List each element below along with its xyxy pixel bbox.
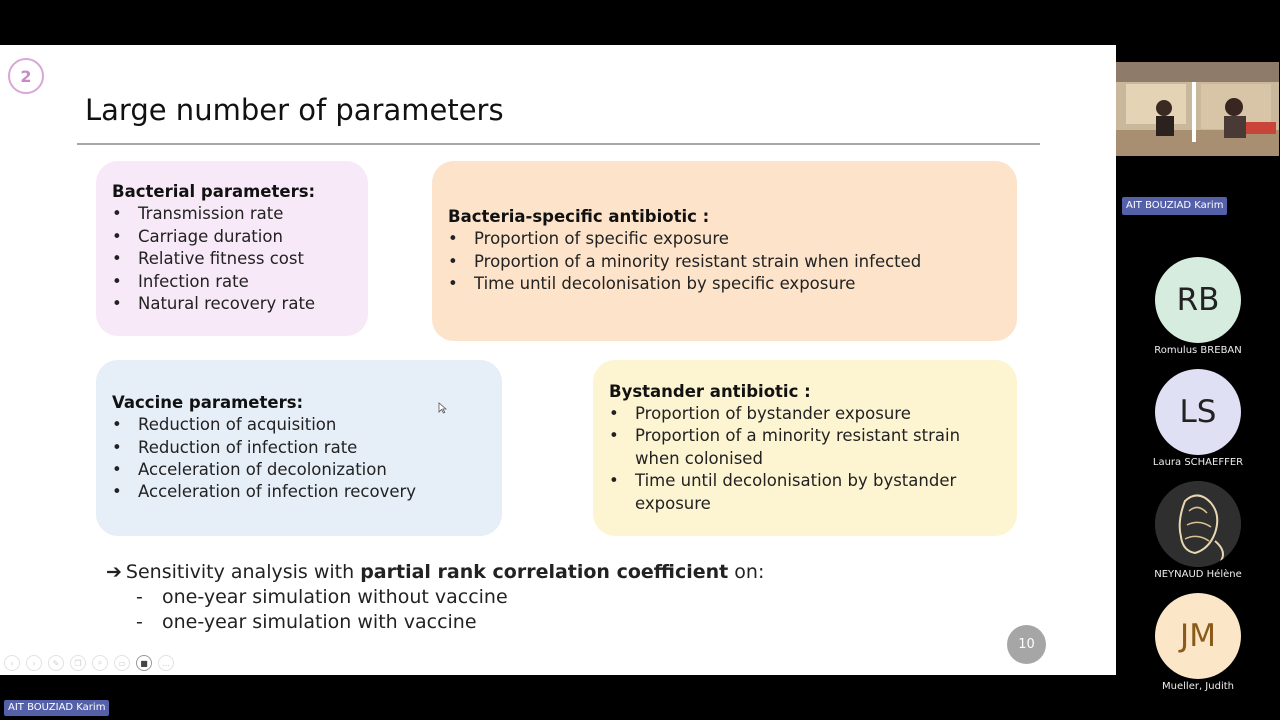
bacterial-parameters-card: Bacterial parameters: Transmission rate … [96, 161, 368, 336]
pen-icon[interactable]: ✎ [48, 655, 64, 671]
arrow-right-icon: ➔ [106, 561, 122, 583]
next-icon[interactable]: › [26, 655, 42, 671]
card-title: Bacterial parameters: [112, 182, 316, 202]
list-item: Carriage duration [112, 226, 352, 249]
list-item: Natural recovery rate [112, 293, 352, 316]
specific-antibiotic-card: Bacteria-specific antibiotic : Proportio… [432, 161, 1017, 341]
participant-name: Laura SCHAEFFER [1152, 457, 1244, 468]
bacterial-parameters-list: Transmission rate Carriage duration Rela… [112, 203, 352, 315]
bystander-antibiotic-list: Proportion of bystander exposure Proport… [609, 403, 1001, 515]
section-number-badge: 2 [8, 58, 44, 94]
simulation-list: -one-year simulation without vaccine -on… [136, 585, 508, 635]
list-item: Time until decolonisation by bystander e… [609, 470, 1001, 515]
participant-tile[interactable]: NEYNAUD Hélène [1150, 481, 1246, 580]
list-item: Proportion of a minority resistant strai… [609, 425, 1001, 470]
bystander-antibiotic-card: Bystander antibiotic : Proportion of bys… [593, 360, 1017, 536]
sensitivity-suffix: on: [728, 561, 765, 583]
vaccine-parameters-card: Vaccine parameters: Reduction of acquisi… [96, 360, 502, 536]
participant-name: Mueller, Judith [1162, 681, 1234, 692]
sensitivity-method: partial rank correlation coefficient [360, 561, 729, 583]
list-item: Reduction of acquisition [112, 414, 486, 437]
list-item: Reduction of infection rate [112, 437, 486, 460]
list-item: Relative fitness cost [112, 248, 352, 271]
specific-antibiotic-list: Proportion of specific exposure Proporti… [448, 228, 1001, 296]
sensitivity-analysis-line: ➔Sensitivity analysis with partial rank … [106, 560, 764, 585]
speaker-video[interactable] [1116, 62, 1279, 156]
list-item: Infection rate [112, 271, 352, 294]
list-item: Proportion of bystander exposure [609, 403, 1001, 426]
list-item: Proportion of a minority resistant strai… [448, 251, 1001, 274]
participant-name: NEYNAUD Hélène [1154, 569, 1242, 580]
list-item: Acceleration of decolonization [112, 459, 486, 482]
list-item: -one-year simulation without vaccine [136, 586, 508, 608]
card-title: Vaccine parameters: [112, 393, 304, 413]
list-item: Time until decolonisation by specific ex… [448, 273, 1001, 296]
shared-slide: 2 Large number of parameters Bacterial p… [0, 45, 1116, 675]
more-icon[interactable]: … [158, 655, 174, 671]
list-item: Proportion of specific exposure [448, 228, 1001, 251]
avatar: JM [1155, 593, 1241, 679]
avatar: LS [1155, 369, 1241, 455]
participant-tile[interactable]: RB Romulus BREBAN [1150, 257, 1246, 356]
participant-tile[interactable]: JM Mueller, Judith [1150, 593, 1246, 692]
title-divider [77, 143, 1040, 145]
list-item: Acceleration of infection recovery [112, 481, 486, 504]
slide-title: Large number of parameters [85, 93, 504, 127]
active-speaker-label: AIT BOUZIAD Karim [1122, 197, 1228, 215]
screen-icon[interactable]: ▭ [114, 655, 130, 671]
page-number-badge: 10 [1007, 625, 1046, 664]
participant-name: Romulus BREBAN [1154, 345, 1242, 356]
sensitivity-prefix: Sensitivity analysis with [125, 561, 361, 583]
avatar [1155, 481, 1241, 567]
vaccine-parameters-list: Reduction of acquisition Reduction of in… [112, 414, 486, 504]
cat-avatar-icon [1155, 481, 1241, 567]
list-item: Transmission rate [112, 203, 352, 226]
copy-icon[interactable]: ❐ [70, 655, 86, 671]
avatar: RB [1155, 257, 1241, 343]
slide-toolbar: ‹ › ✎ ❐ ⌕ ▭ ■ … [4, 655, 174, 671]
prev-icon[interactable]: ‹ [4, 655, 20, 671]
participant-tile[interactable]: LS Laura SCHAEFFER [1150, 369, 1246, 468]
zoom-icon[interactable]: ⌕ [92, 655, 108, 671]
mouse-cursor-icon [438, 402, 447, 414]
presenter-label: AIT BOUZIAD Karim [4, 700, 110, 716]
camera-icon[interactable]: ■ [136, 655, 152, 671]
list-item: -one-year simulation with vaccine [136, 611, 477, 633]
card-title: Bystander antibiotic : [609, 381, 811, 401]
card-title: Bacteria-specific antibiotic : [448, 207, 710, 227]
